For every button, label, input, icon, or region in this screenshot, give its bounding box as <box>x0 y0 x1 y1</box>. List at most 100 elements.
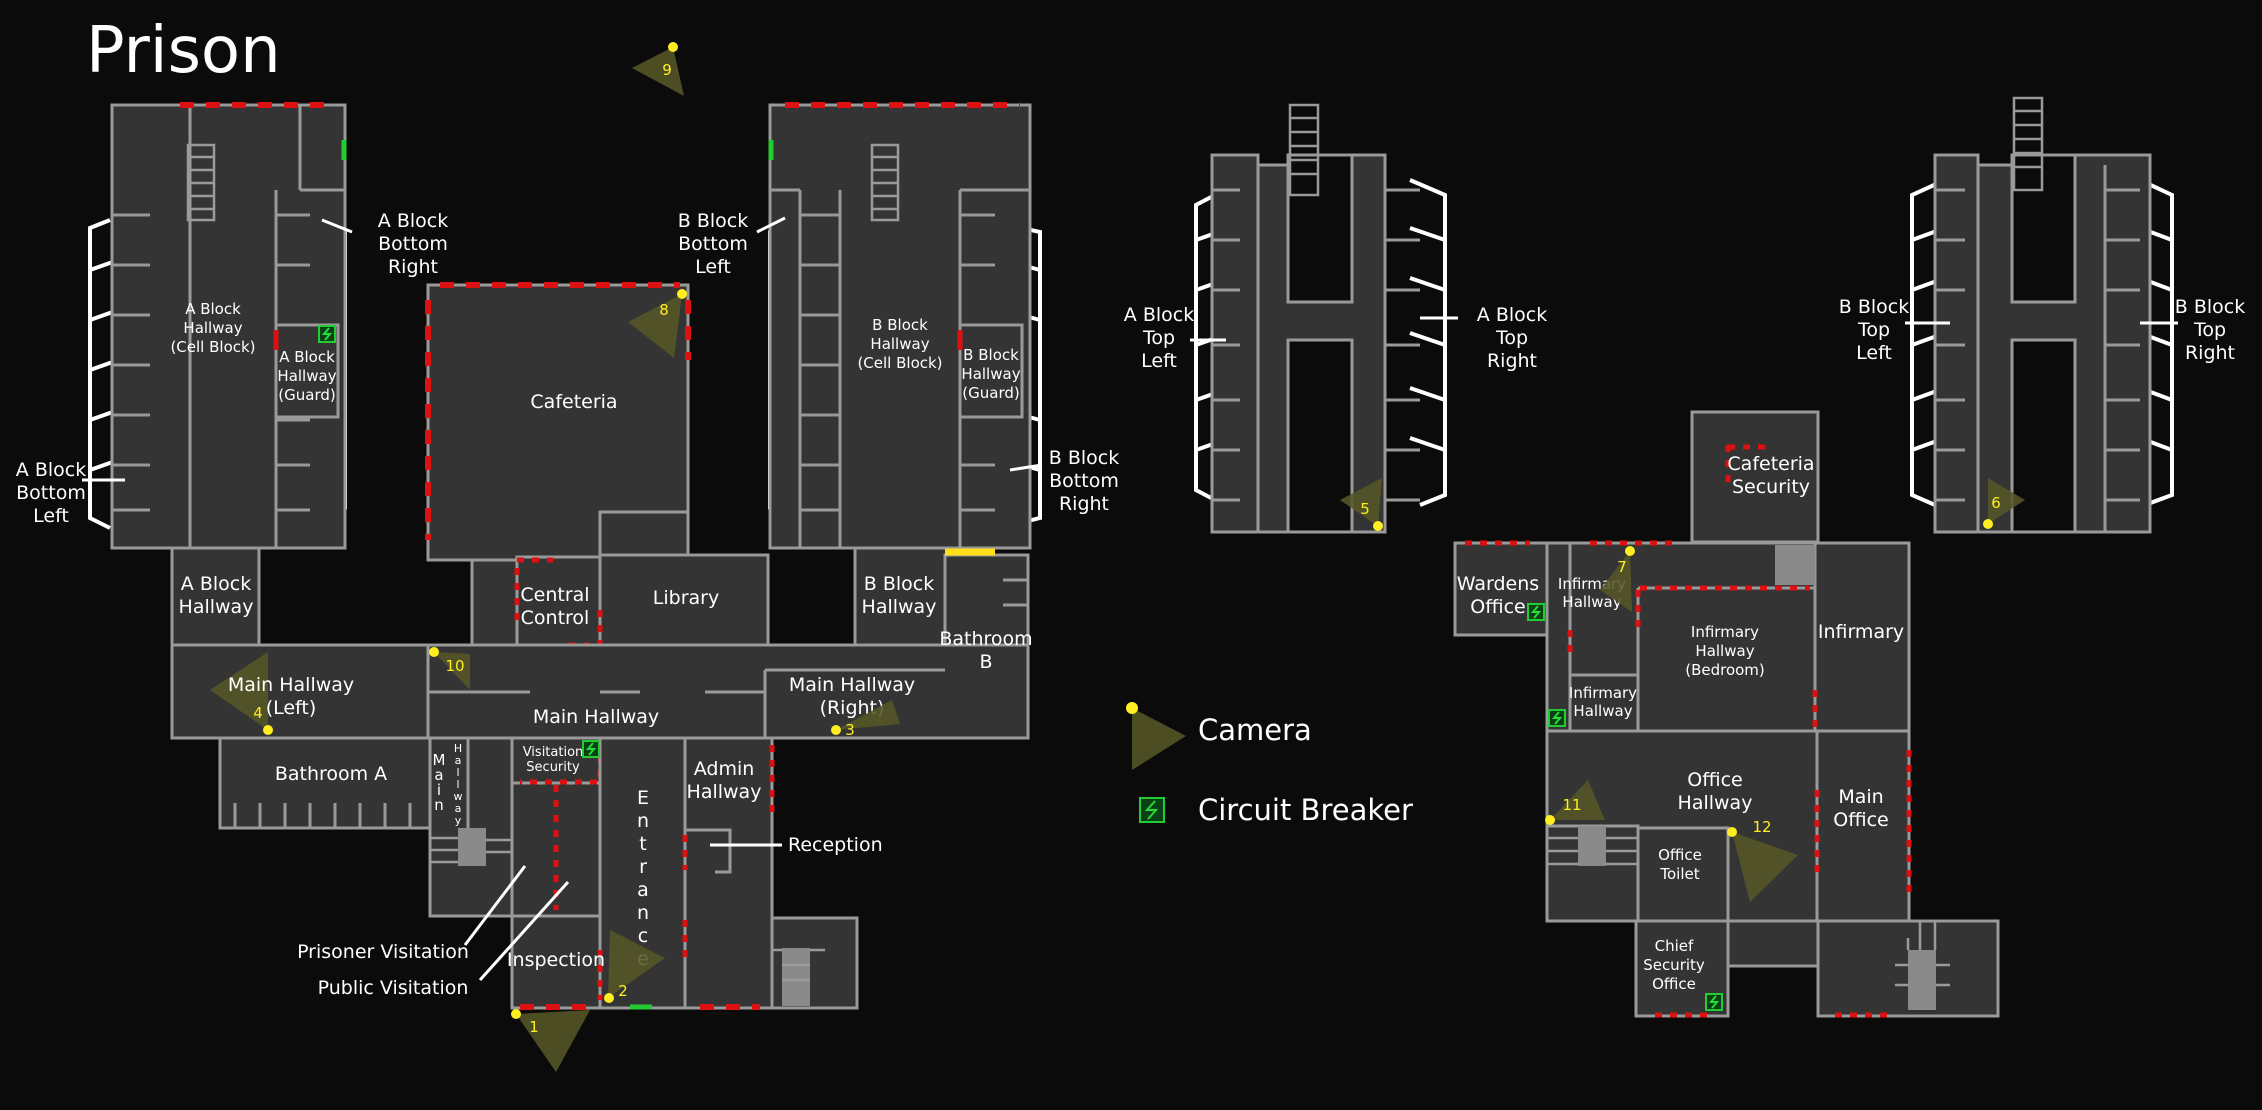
camera-8: 8 <box>628 289 687 358</box>
infirmary-wing <box>1545 541 1911 733</box>
main-hallway-vertical <box>428 736 514 918</box>
svg-text:6: 6 <box>1991 494 2001 512</box>
svg-text:Public Visitation: Public Visitation <box>318 977 469 999</box>
a-block-hallway <box>170 546 261 647</box>
svg-text:Main: Main <box>433 751 446 814</box>
svg-text:5: 5 <box>1360 500 1370 518</box>
svg-text:Main Hallway(Left): Main Hallway(Left) <box>228 674 354 719</box>
svg-text:Reception: Reception <box>788 834 883 856</box>
a-block-upper-floor <box>1194 103 1447 534</box>
camera-11: 11 <box>1545 780 1605 825</box>
breaker-icon <box>1527 603 1545 621</box>
stairs-block <box>458 828 486 866</box>
svg-text:10: 10 <box>445 657 464 675</box>
breaker-icon <box>582 740 600 758</box>
camera-2: 2 <box>604 930 665 1003</box>
circuit-breakers <box>318 325 1723 1011</box>
admin-upper-floor <box>1453 410 2000 1018</box>
svg-text:Circuit Breaker: Circuit Breaker <box>1198 793 1413 827</box>
svg-text:7: 7 <box>1617 558 1627 576</box>
camera-6: 6 <box>1983 478 2025 529</box>
camera-3: 3 <box>831 700 900 739</box>
svg-text:1: 1 <box>529 1018 539 1036</box>
svg-text:Camera: Camera <box>1198 713 1312 747</box>
a-block-upper-stairs-icon <box>1288 103 1320 197</box>
b-block-guard-room <box>958 323 1024 419</box>
svg-text:Infirmary: Infirmary <box>1818 621 1904 643</box>
svg-text:Prisoner Visitation: Prisoner Visitation <box>297 941 469 963</box>
a-block-stairs-icon <box>186 143 216 222</box>
breaker-icon <box>318 325 336 343</box>
b-block-stairs-icon <box>870 143 900 222</box>
legend: Camera Circuit Breaker <box>1126 702 1413 827</box>
b-block-top-left-railings <box>1910 178 1946 507</box>
breaker-icon <box>1548 709 1566 727</box>
a-block-left-railings <box>88 218 125 530</box>
svg-text:8: 8 <box>659 301 669 319</box>
upper-stairs-block <box>1775 545 1815 585</box>
svg-text:11: 11 <box>1562 796 1581 814</box>
ground-floor <box>88 102 1042 1010</box>
b-block-cells <box>800 213 995 512</box>
svg-text:3: 3 <box>845 721 855 739</box>
bathroom-a-stalls <box>233 803 412 828</box>
svg-text:9: 9 <box>662 61 672 79</box>
a-block-top-right-railings <box>1409 178 1447 507</box>
camera-7: 7 <box>1600 546 1635 612</box>
b-block-upper-stairs-icon <box>2012 96 2044 192</box>
camera-10: 10 <box>429 647 470 690</box>
camera-4: 4 <box>253 704 273 735</box>
svg-text:Library: Library <box>653 587 719 609</box>
camera-5: 5 <box>1340 478 1383 531</box>
svg-text:Bathroom A: Bathroom A <box>275 763 387 785</box>
camera-12: 12 <box>1727 818 1798 902</box>
camera-1: 1 <box>511 1009 590 1072</box>
library <box>598 553 770 647</box>
legend-breaker: Circuit Breaker <box>1139 793 1413 827</box>
breaker-icon <box>1139 797 1165 823</box>
map-title: Prison <box>86 14 281 88</box>
bathroom-a <box>218 736 432 830</box>
camera-9: 9 <box>632 42 684 96</box>
svg-text:4: 4 <box>253 704 263 722</box>
svg-text:2: 2 <box>618 982 628 1000</box>
svg-text:Entrance: Entrance <box>637 787 649 970</box>
svg-text:Inspection: Inspection <box>507 949 605 971</box>
b-block-upper-floor <box>1910 96 2174 534</box>
svg-text:12: 12 <box>1752 818 1771 836</box>
a-block-cells <box>112 213 310 512</box>
cameras: 1 2 3 4 5 6 7 <box>253 42 2025 1072</box>
legend-camera: Camera <box>1126 702 1312 770</box>
svg-text:Hallway: Hallway <box>454 742 463 827</box>
svg-text:Main Hallway: Main Hallway <box>533 706 659 728</box>
office-toilet <box>1636 826 1730 923</box>
svg-text:Cafeteria: Cafeteria <box>530 391 617 413</box>
